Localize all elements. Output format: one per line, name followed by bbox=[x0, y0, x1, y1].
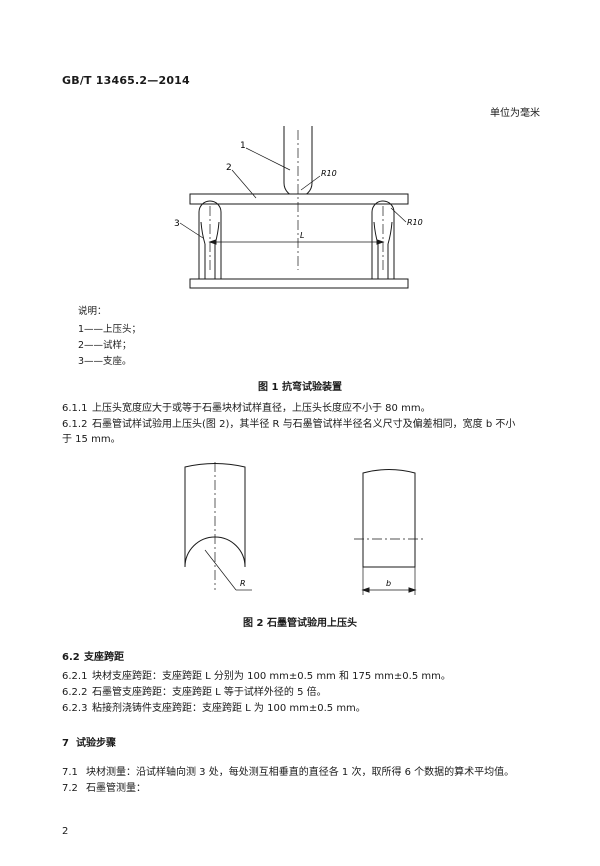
page-number: 2 bbox=[62, 826, 69, 837]
legend-item: 3——支座。 bbox=[78, 356, 132, 367]
specimen-bar bbox=[189, 193, 409, 205]
callout-1: 1 bbox=[240, 141, 246, 151]
standard-code: GB/T 13465.2—2014 bbox=[62, 74, 190, 87]
figure-2-upper-head: R b bbox=[184, 462, 424, 595]
radius-label: R bbox=[240, 579, 246, 588]
width-label: b bbox=[386, 579, 391, 588]
legend-item: 1——上压头； bbox=[78, 324, 142, 335]
figure-1-bending-apparatus: 1 2 3 R10 R10 L bbox=[174, 126, 423, 289]
head-front-view bbox=[184, 463, 246, 568]
span-label: L bbox=[300, 231, 304, 240]
clause-6-1-2-cont: 于 15 mm。 bbox=[62, 434, 121, 445]
left-support bbox=[198, 200, 222, 279]
base-plate bbox=[189, 278, 409, 289]
radius-label-right: R10 bbox=[407, 218, 423, 227]
legend-item: 2——试样； bbox=[78, 340, 132, 351]
legend-title: 说明： bbox=[78, 306, 107, 317]
right-support bbox=[371, 200, 395, 279]
head-side-view bbox=[362, 469, 416, 568]
radius-label-top: R10 bbox=[321, 169, 337, 178]
figure-1-caption: 图 1 抗弯试验装置 bbox=[258, 382, 342, 393]
callout-2: 2 bbox=[226, 163, 232, 173]
figure-2-caption: 图 2 石墨管试验用上压头 bbox=[243, 618, 357, 629]
unit-note: 单位为毫米 bbox=[490, 108, 540, 119]
callout-3: 3 bbox=[174, 219, 180, 229]
